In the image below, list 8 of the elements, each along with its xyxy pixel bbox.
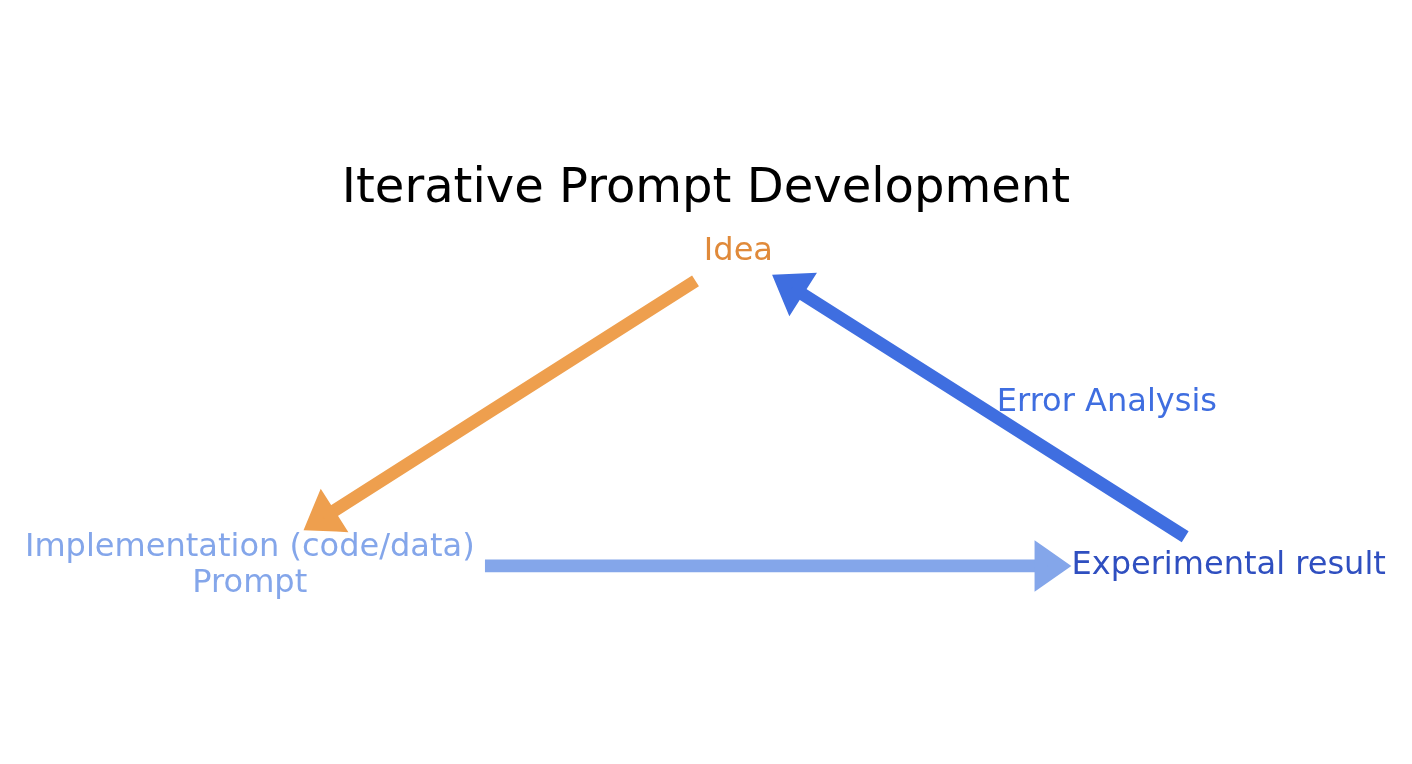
node-text: Experimental result: [1071, 543, 1386, 582]
node-text: Idea: [703, 229, 773, 268]
node-text: Implementation (code/data) Prompt: [24, 525, 475, 600]
arrow: [484, 539, 1072, 592]
edge-label: Error Analysis: [996, 380, 1218, 419]
arrow: [772, 272, 1189, 542]
arrow: [303, 274, 699, 532]
diagram-title: Iterative Prompt Development: [341, 156, 1071, 213]
